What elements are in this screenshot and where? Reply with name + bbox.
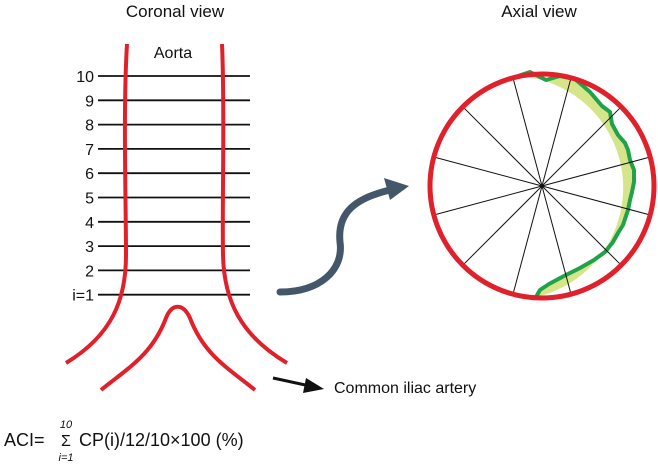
iliac-pointer-head <box>303 378 324 393</box>
level-label: 6 <box>85 166 94 183</box>
sector-spoke <box>435 185 543 215</box>
axial-view-title: Axial view <box>501 2 577 21</box>
formula-rhs: CP(i)/12/10×100 (%) <box>79 430 244 450</box>
sector-spoke <box>541 185 649 215</box>
coronal-view-title: Coronal view <box>126 2 225 21</box>
sector-spoke <box>541 107 621 187</box>
sector-spoke <box>435 157 543 187</box>
sector-spoke <box>463 107 543 187</box>
level-label: 2 <box>85 263 94 280</box>
aorta-right-wall <box>220 43 289 365</box>
aci-formula: ACI= Σ 10 i=1 CP(i)/12/10×100 (%) <box>4 419 244 464</box>
level-label: 5 <box>85 191 94 208</box>
iliac-bifurcation <box>99 304 257 392</box>
sector-spoke <box>541 157 649 187</box>
sector-spokes <box>435 79 649 293</box>
sector-spoke <box>463 185 543 265</box>
aorta-left-wall <box>64 43 129 365</box>
iliac-artery-label: Common iliac artery <box>334 380 476 397</box>
level-label: 8 <box>85 118 94 135</box>
sector-spoke <box>513 185 543 293</box>
vessel-wall-circle <box>427 71 657 301</box>
level-label: i=1 <box>72 288 94 305</box>
formula-sum-symbol: Σ <box>61 433 71 450</box>
level-labels: 10 9 8 7 6 5 4 3 2 i=1 <box>72 69 94 305</box>
level-label: 7 <box>85 142 94 159</box>
level-label: 4 <box>85 215 94 232</box>
sector-spoke <box>541 185 621 265</box>
sector-spoke <box>541 79 571 187</box>
level-label: 10 <box>76 69 94 86</box>
formula-lhs: ACI= <box>4 430 45 450</box>
plaque-boundary <box>517 70 636 298</box>
level-label: 3 <box>85 239 94 256</box>
axial-cross-section <box>427 70 657 301</box>
sector-spoke <box>541 185 571 293</box>
level-lines <box>98 75 250 296</box>
curved-arrow-head <box>384 178 409 200</box>
level-label: 9 <box>85 93 94 110</box>
sector-spoke <box>513 79 543 187</box>
aorta-label: Aorta <box>154 45 192 62</box>
curved-arrow <box>276 186 394 296</box>
iliac-pointer-line <box>272 376 311 388</box>
formula-lower-limit: i=1 <box>59 452 74 464</box>
formula-upper-limit: 10 <box>60 419 73 431</box>
